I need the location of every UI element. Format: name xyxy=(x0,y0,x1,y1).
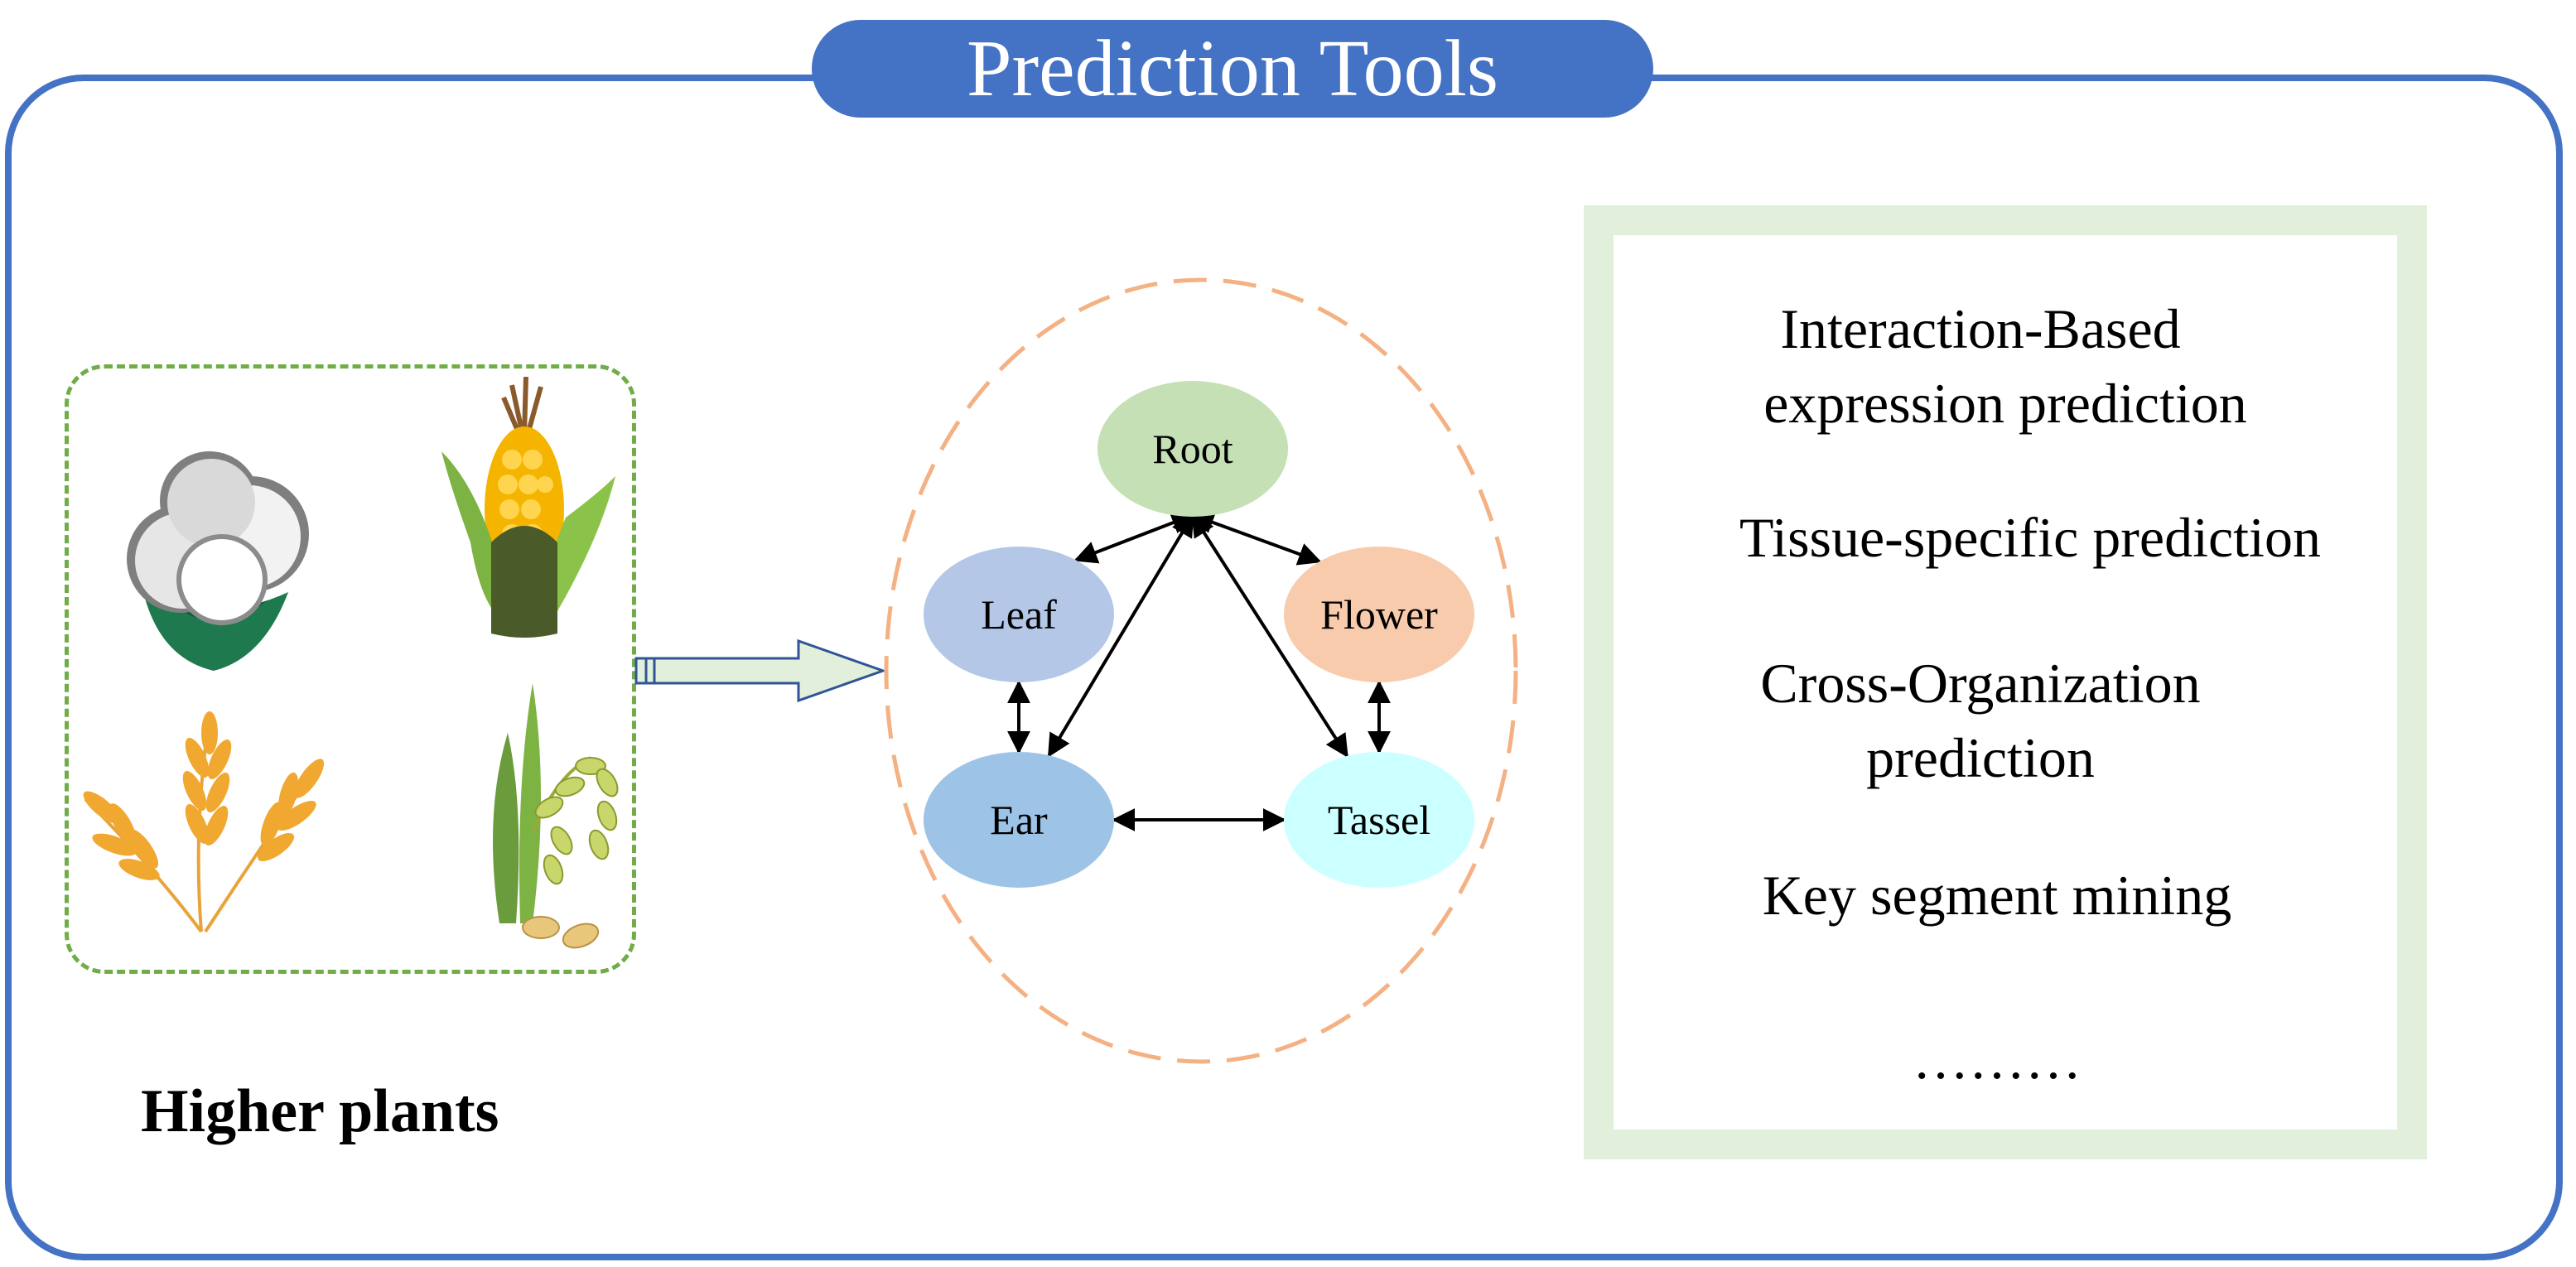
node-shape-root xyxy=(1097,381,1288,517)
node-label-leaf: Leaf xyxy=(981,591,1057,638)
cotton-icon xyxy=(127,451,309,671)
wheat-icon xyxy=(83,711,325,933)
flow-arrow xyxy=(634,638,887,703)
corn-icon xyxy=(441,377,615,638)
node-shape-flower xyxy=(1284,547,1474,682)
node-shape-leaf xyxy=(924,547,1114,682)
node-shape-tassel xyxy=(1284,752,1474,888)
diagram-title: Prediction Tools xyxy=(812,20,1653,118)
method-line-5: prediction xyxy=(1866,726,2095,789)
tissue-network: Root Leaf Flower Ear Tassel xyxy=(878,273,1524,1068)
plants-label: Higher plants xyxy=(141,1077,499,1145)
methods-list: Interaction-Based expression prediction … xyxy=(1614,235,2397,1130)
rice-icon xyxy=(493,683,619,949)
network-graph xyxy=(884,277,1518,1064)
method-line-1: Interaction-Based xyxy=(1780,297,2181,360)
method-key-segment: Key segment mining xyxy=(1762,864,2232,927)
plants-panel xyxy=(65,364,636,974)
node-label-flower: Flower xyxy=(1320,591,1438,638)
tissue-boundary xyxy=(884,277,1518,1064)
node-root: Root xyxy=(1097,381,1288,517)
edge-root-tassel xyxy=(1191,513,1348,759)
node-shape-ear xyxy=(924,752,1114,888)
node-ear: Ear xyxy=(924,752,1114,888)
node-label-tassel: Tassel xyxy=(1327,797,1431,843)
node-label-root: Root xyxy=(1152,426,1233,472)
node-label-ear: Ear xyxy=(990,797,1048,843)
method-ellipsis: ……… xyxy=(1913,1028,2082,1091)
method-tissue-specific: Tissue-specific prediction xyxy=(1739,506,2321,569)
node-flower: Flower xyxy=(1284,547,1474,682)
node-leaf: Leaf xyxy=(924,547,1114,682)
edge-root-ear xyxy=(1047,513,1194,758)
methods-panel: Interaction-Based expression prediction … xyxy=(1584,205,2427,1159)
node-tassel: Tassel xyxy=(1284,752,1474,888)
method-line-2: expression prediction xyxy=(1763,372,2247,435)
method-line-4: Cross-Organization xyxy=(1760,652,2201,715)
